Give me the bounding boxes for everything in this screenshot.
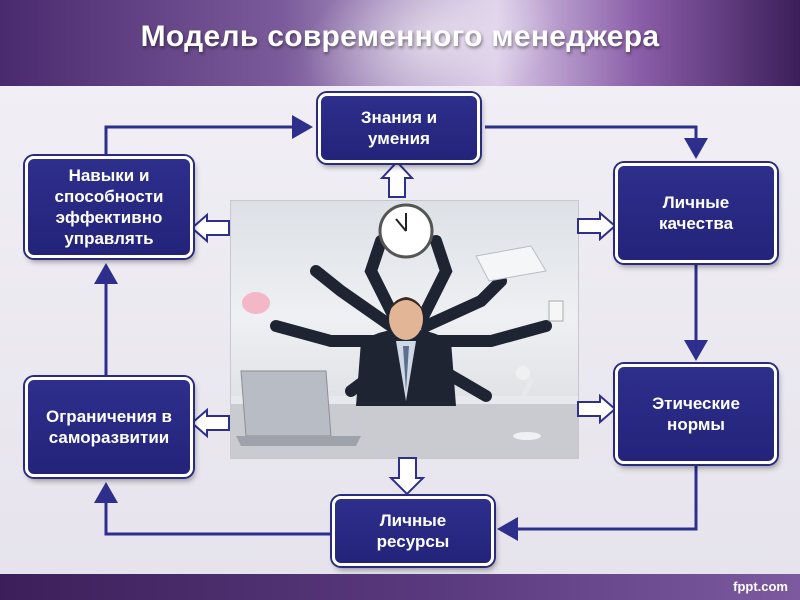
arrow-knowledge-to-qualities [485,125,708,159]
box-personal-qualities: Личные качества [615,163,777,263]
hollow-arrow-up [379,160,415,198]
arrow-skills-to-knowledge [104,115,313,158]
brand-label: fppt.com [733,579,788,594]
box-ethical-norms: Этические нормы [615,364,777,464]
hollow-arrow-down [388,457,426,496]
box-management-abilities: Навыки и способности эффективно управлят… [25,156,193,258]
arrow-resources-to-limitations [94,482,330,536]
hollow-arrow-left-bottom [190,407,230,439]
arrow-ethics-to-resources [497,466,698,541]
box-knowledge-skills: Знания и умения [318,93,480,163]
hollow-arrow-right-top [577,210,617,242]
slide-footer: fppt.com [0,574,800,600]
central-photo [230,200,579,459]
box-personal-resources: Личные ресурсы [332,496,494,566]
slide-title: Модель современного менеджера [140,20,660,53]
hollow-arrow-left-top [190,212,230,244]
slide-header: Модель современного менеджера [0,0,800,86]
hollow-arrow-right-bottom [577,393,617,425]
businessman-illustration [231,203,578,458]
box-self-development-limits: Ограничения в саморазвитии [25,377,193,477]
